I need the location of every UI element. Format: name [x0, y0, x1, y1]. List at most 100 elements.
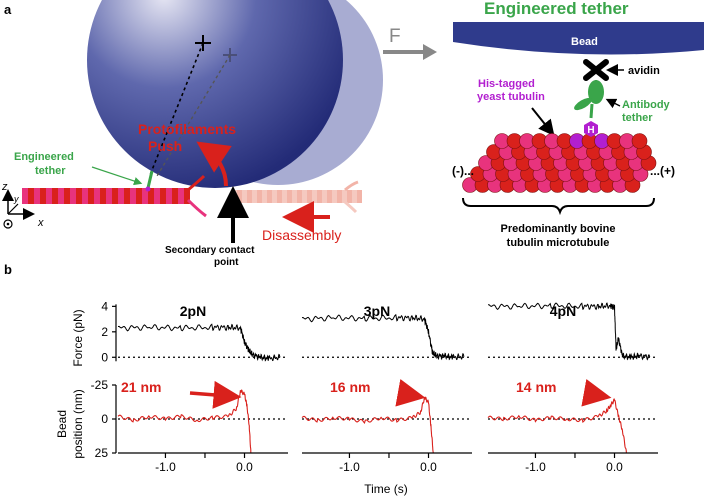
- mt-segment-pale: [252, 190, 257, 203]
- mt-segment-pale: [312, 190, 317, 203]
- position-trace-1: [117, 389, 252, 453]
- protofilament: [186, 198, 207, 218]
- avidin-glyph: [583, 59, 609, 81]
- x-tick-label: 0.0: [606, 460, 623, 474]
- mt-segment-pale: [292, 190, 297, 203]
- force-label: F: [389, 26, 401, 47]
- mt-segment: [178, 188, 184, 204]
- position-y-tick-label: 25: [95, 446, 109, 460]
- panel-b-letter: b: [4, 262, 12, 277]
- mt-segment: [82, 188, 88, 204]
- mt-segment: [148, 188, 154, 204]
- mt-segment: [28, 188, 34, 204]
- force-panel-title: 4pN: [550, 303, 576, 319]
- force-y-tick-label: 0: [101, 350, 108, 364]
- force-arrow-head: [423, 44, 437, 60]
- x-tick-label: 0.0: [236, 460, 253, 474]
- tether-pointer-arrow: [91, 166, 143, 186]
- mt-segment-pale: [247, 190, 252, 203]
- mt-segment: [88, 188, 94, 204]
- mt-segment-pale: [317, 190, 322, 203]
- mt-segment-pale: [262, 190, 267, 203]
- mt-segment-pale: [332, 190, 337, 203]
- mt-segment: [166, 188, 172, 204]
- x-tick-label: -1.0: [339, 460, 360, 474]
- bead-label: Bead: [571, 36, 598, 48]
- tubulin-subunit: [631, 133, 648, 149]
- force-panel-title: 3pN: [364, 303, 390, 319]
- mt-segment: [64, 188, 70, 204]
- mt-segment: [172, 188, 178, 204]
- disassembly-label: Disassembly: [262, 227, 341, 243]
- force-trace-2: [301, 313, 465, 361]
- force-y-tick-label: 2: [101, 325, 108, 339]
- axis-z-label: z: [1, 181, 8, 193]
- position-y-tick-label: 0: [101, 412, 108, 426]
- mt-segment: [160, 188, 166, 204]
- force-y-tick-label: 4: [101, 299, 108, 313]
- push-arrow: [196, 141, 232, 187]
- his-tag-h: H: [587, 125, 594, 136]
- mt-segment-pale: [267, 190, 272, 203]
- avidin-label: avidin: [628, 65, 660, 77]
- x-tick-label: -1.0: [525, 460, 546, 474]
- mt-segment-pale: [322, 190, 327, 203]
- annotation-arrow: [581, 379, 612, 407]
- mt-segment-pale: [257, 190, 262, 203]
- mt-segment: [58, 188, 64, 204]
- position-annotation: 14 nm: [516, 379, 556, 395]
- minus-end-label: (-)...: [452, 164, 474, 178]
- force-ylabel: Force (pN): [71, 309, 85, 366]
- mt-segment: [40, 188, 46, 204]
- protofilament: [187, 174, 206, 192]
- axis-y-label: y: [13, 194, 19, 204]
- mt-segment: [142, 188, 148, 204]
- mt-segment-pale: [357, 190, 362, 203]
- force-trace-1: [117, 323, 281, 362]
- engineered-tether-link: [146, 170, 154, 189]
- mt-segment-pale: [337, 190, 342, 203]
- mt-segment-pale: [282, 190, 287, 203]
- mt-segment: [130, 188, 136, 204]
- tether-anchor: [145, 186, 151, 192]
- his-tag-arrow: [531, 107, 555, 137]
- panel-b-charts: 2pN 0 2 4 3pN 4pN 21 nm -1.0 0.0 -25 0 25 16 nm -1.0 0…: [91, 299, 658, 474]
- right-title: Engineered tether: [484, 0, 629, 18]
- mt-segment-pale: [347, 190, 352, 203]
- position-annotation: 16 nm: [330, 379, 370, 395]
- mt-segment-pale: [272, 190, 277, 203]
- position-annotation: 21 nm: [121, 379, 161, 395]
- microtubule-lattice: [462, 133, 657, 193]
- position-y-tick-label: -25: [91, 378, 109, 392]
- mt-segment: [184, 188, 190, 204]
- bead-slab: [453, 22, 704, 55]
- mt-segment: [46, 188, 52, 204]
- mt-segment: [100, 188, 106, 204]
- mt-segment: [154, 188, 160, 204]
- x-tick-label: 0.0: [420, 460, 437, 474]
- mt-segment-pale: [237, 190, 242, 203]
- annotation-arrow: [189, 380, 242, 409]
- mt-segment: [94, 188, 100, 204]
- bead: [87, 0, 343, 188]
- antibody-arrow: [605, 98, 621, 109]
- mt-segment-pale: [302, 190, 307, 203]
- mt-segment: [34, 188, 40, 204]
- antibody-glyph: [574, 80, 604, 119]
- force-trace-3: [488, 302, 651, 361]
- mt-segment: [118, 188, 124, 204]
- lattice-brace: [462, 197, 655, 216]
- mt-segment-pale: [307, 190, 312, 203]
- trap-center-markers: [149, 35, 237, 177]
- mt-segment: [22, 188, 28, 204]
- mt-segment: [106, 188, 112, 204]
- force-panel-title: 2pN: [180, 303, 206, 319]
- mt-segment: [52, 188, 58, 204]
